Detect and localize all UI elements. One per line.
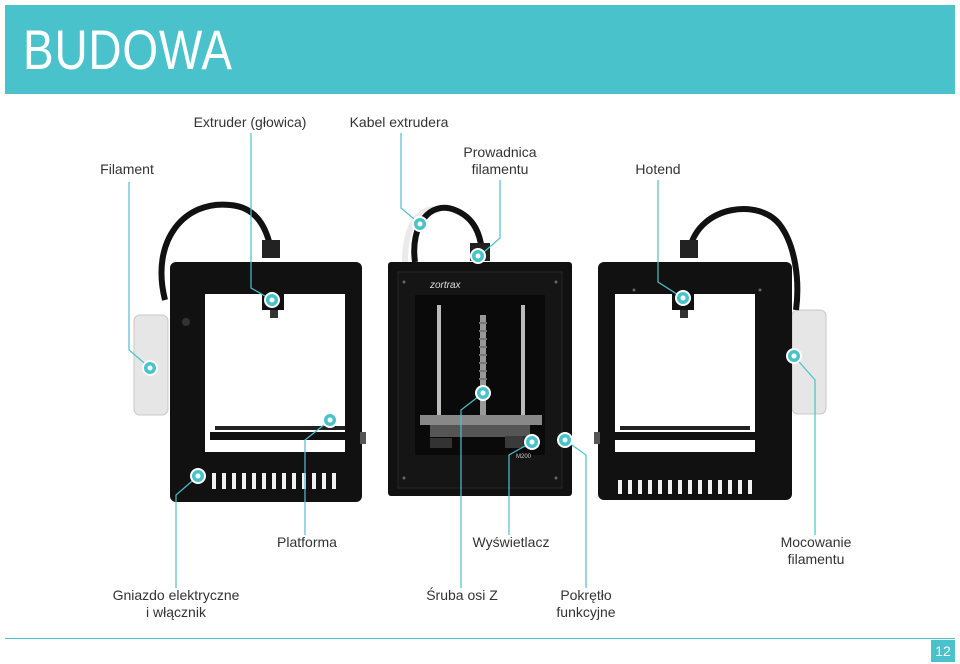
label-kabel-extrudera: Kabel extrudera [350, 114, 449, 131]
label-pokretlo-line1: Pokrętło [556, 587, 615, 604]
label-mocowanie-line2: filamentu [781, 551, 852, 568]
label-pokretlo: Pokrętło funkcyjne [556, 587, 615, 621]
label-pokretlo-line2: funkcyjne [556, 604, 615, 621]
printer-left [134, 205, 366, 502]
label-filament: Filament [100, 161, 154, 178]
label-mocowanie: Mocowanie filamentu [781, 534, 852, 568]
label-hotend: Hotend [635, 161, 680, 178]
footer-divider [5, 638, 955, 639]
label-extruder: Extruder (głowica) [194, 114, 307, 131]
brand-logo: zortrax [429, 280, 462, 291]
label-wyswietlacz: Wyświetlacz [473, 534, 550, 551]
label-prowadnica-line2: filamentu [463, 161, 536, 178]
label-gniazdo: Gniazdo elektryczne i włącznik [113, 587, 240, 621]
label-platforma: Platforma [277, 534, 337, 551]
label-gniazdo-line1: Gniazdo elektryczne [113, 587, 240, 604]
label-prowadnica: Prowadnica filamentu [463, 144, 536, 178]
label-gniazdo-line2: i włącznik [113, 604, 240, 621]
label-sruba: Śruba osi Z [426, 587, 498, 604]
page-number: 12 [931, 640, 955, 662]
label-prowadnica-line1: Prowadnica [463, 144, 536, 161]
model-label: M200 [516, 454, 532, 460]
label-mocowanie-line1: Mocowanie [781, 534, 852, 551]
